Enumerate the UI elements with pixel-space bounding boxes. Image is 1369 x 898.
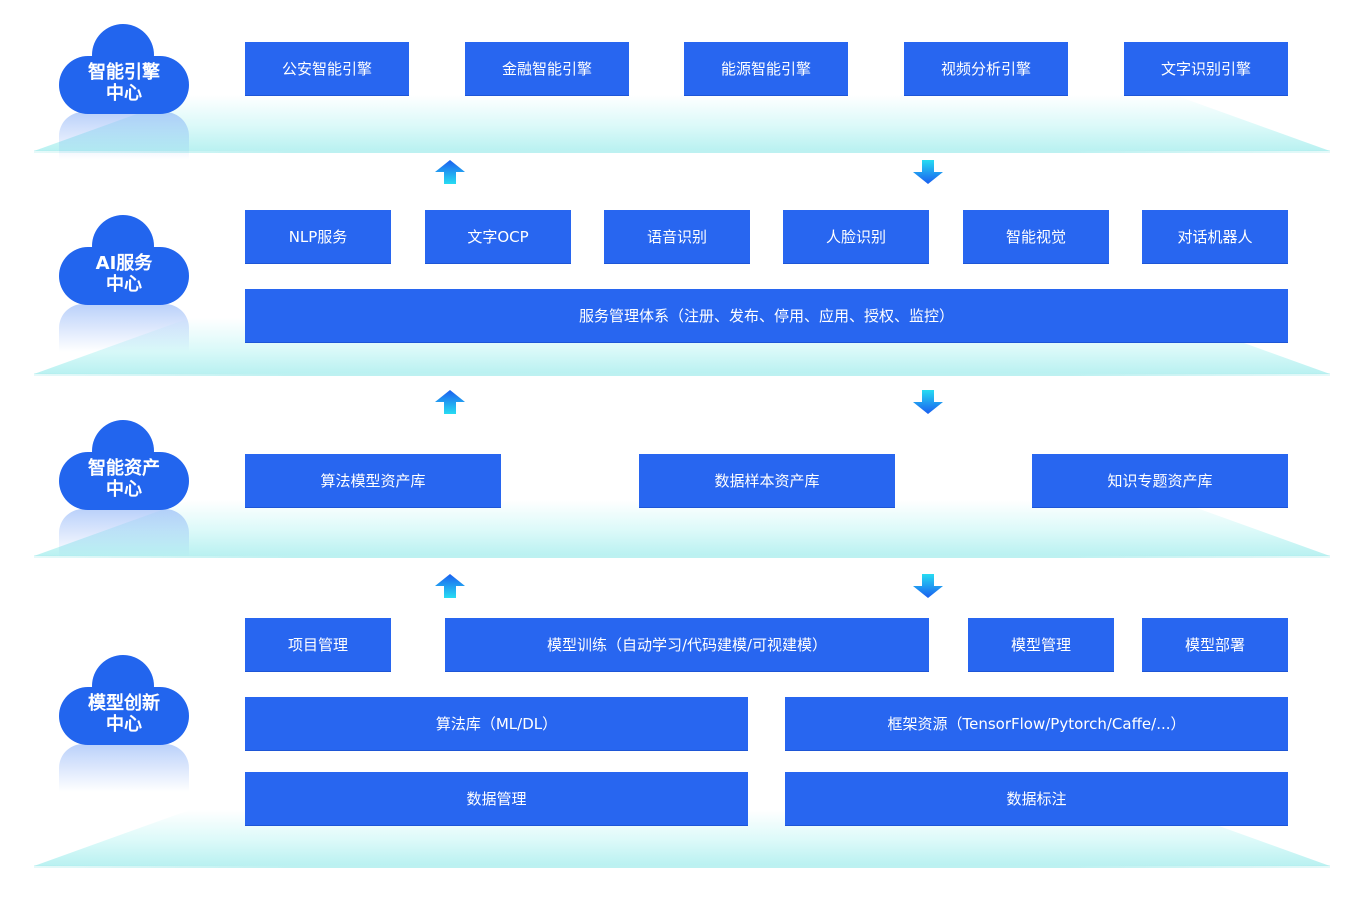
model-box-training: 模型训练（自动学习/代码建模/可视建模）: [445, 618, 929, 672]
cloud-reflection: [59, 744, 189, 792]
cloud-body: [59, 687, 189, 745]
platform-edge-1: [34, 150, 1330, 153]
service-box-nlp: NLP服务: [245, 210, 391, 264]
engine-box-text-recognition: 文字识别引擎: [1124, 42, 1288, 96]
cloud-intelligent-engine-center: 智能引擎 中心: [59, 24, 193, 124]
down-arrow-icon: [913, 160, 943, 184]
model-box-framework: 框架资源（TensorFlow/Pytorch/Caffe/...）: [785, 697, 1288, 751]
service-management-bar: 服务管理体系（注册、发布、停用、应用、授权、监控）: [245, 289, 1288, 343]
cloud-title-line2: 中心: [106, 479, 142, 500]
asset-box-algorithm-model: 算法模型资产库: [245, 454, 501, 508]
platform-layer-3: [34, 500, 1330, 556]
cloud-title-line2: 中心: [106, 83, 142, 104]
cloud-title-line1: 智能引擎: [88, 62, 160, 83]
platform-edge-2: [34, 373, 1330, 376]
down-arrow-icon: [913, 390, 943, 414]
service-box-chatbot: 对话机器人: [1142, 210, 1288, 264]
cloud-intelligent-asset-center: 智能资产 中心: [59, 420, 193, 520]
engine-box-public-security: 公安智能引擎: [245, 42, 409, 96]
cloud-title-line1: 智能资产: [88, 458, 160, 479]
cloud-title-line2: 中心: [106, 714, 142, 735]
cloud-title-line2: 中心: [106, 274, 142, 295]
service-box-speech: 语音识别: [604, 210, 750, 264]
model-box-project-mgmt: 项目管理: [245, 618, 391, 672]
service-box-face: 人脸识别: [783, 210, 929, 264]
up-arrow-icon: [435, 574, 465, 598]
cloud-body: [59, 452, 189, 510]
model-box-model-mgmt: 模型管理: [968, 618, 1114, 672]
up-arrow-icon: [435, 160, 465, 184]
engine-box-video-analysis: 视频分析引擎: [904, 42, 1068, 96]
up-arrow-icon: [435, 390, 465, 414]
engine-box-energy: 能源智能引擎: [684, 42, 848, 96]
cloud-ai-service-center: AI服务 中心: [59, 215, 193, 315]
service-box-vision: 智能视觉: [963, 210, 1109, 264]
platform-edge-4: [34, 865, 1330, 868]
cloud-model-innovation-center: 模型创新 中心: [59, 655, 193, 755]
cloud-title-line1: AI服务: [95, 253, 153, 274]
asset-box-knowledge-topic: 知识专题资产库: [1032, 454, 1288, 508]
cloud-title: AI服务 中心: [59, 253, 189, 295]
down-arrow-icon: [913, 574, 943, 598]
cloud-reflection: [59, 304, 189, 352]
asset-box-data-sample: 数据样本资产库: [639, 454, 895, 508]
cloud-body: [59, 247, 189, 305]
model-box-algorithm-lib: 算法库（ML/DL）: [245, 697, 748, 751]
platform-edge-3: [34, 555, 1330, 558]
cloud-title-line1: 模型创新: [88, 693, 160, 714]
model-box-deployment: 模型部署: [1142, 618, 1288, 672]
cloud-body: [59, 56, 189, 114]
platform-layer-1: [34, 95, 1330, 151]
cloud-reflection: [59, 509, 189, 557]
cloud-title: 智能引擎 中心: [59, 62, 189, 104]
model-box-data-mgmt: 数据管理: [245, 772, 748, 826]
service-box-ocr: 文字OCP: [425, 210, 571, 264]
model-box-data-annotation: 数据标注: [785, 772, 1288, 826]
cloud-title: 模型创新 中心: [59, 693, 189, 735]
engine-box-finance: 金融智能引擎: [465, 42, 629, 96]
cloud-reflection: [59, 112, 189, 160]
cloud-title: 智能资产 中心: [59, 458, 189, 500]
